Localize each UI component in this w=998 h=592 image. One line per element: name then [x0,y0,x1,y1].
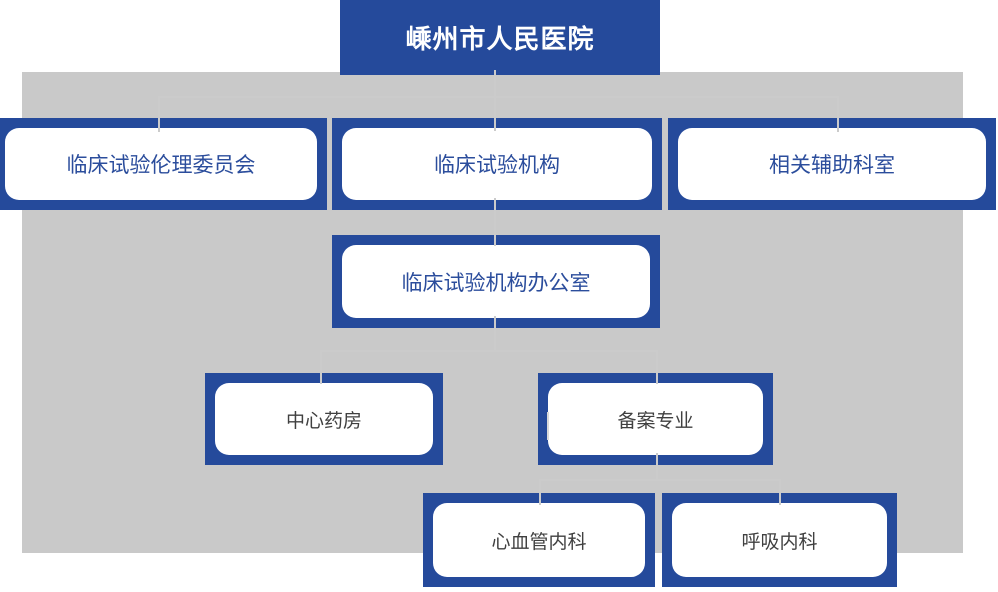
org-node-institution-label: 临床试验机构 [434,154,560,177]
connector-specialty-respiratory [779,479,781,505]
org-node-cardiology-label: 心血管内科 [491,531,587,553]
org-node-auxiliary: 相关辅助科室 [668,118,996,210]
connector-office-stem [494,316,496,352]
connector-office-branch [320,350,658,352]
org-node-root-label: 嵊州市人民医院 [405,24,595,54]
connector-specialty-branch [539,479,781,481]
org-node-ethics: 临床试验伦理委员会 [0,118,327,210]
connector-specialty-stem [656,453,658,481]
org-node-specialty-body: 备案专业 [548,383,763,455]
connector-specialty-cardiology [539,479,541,505]
org-node-root: 嵊州市人民医院 [340,0,660,75]
org-node-cardiology: 心血管内科 [423,493,655,587]
org-node-specialty-label: 备案专业 [617,410,694,432]
org-node-cardiology-body: 心血管内科 [433,503,645,577]
connector-root-branch [158,96,839,98]
org-node-office-body: 临床试验机构办公室 [342,245,650,318]
org-node-ethics-label: 临床试验伦理委员会 [66,154,256,177]
org-node-institution: 临床试验机构 [332,118,662,210]
connector-office-pharmacy [320,350,322,384]
org-node-respiratory: 呼吸内科 [662,493,897,587]
org-node-pharmacy-label: 中心药房 [285,410,362,432]
connector-stray-tick [547,412,549,440]
org-node-auxiliary-label: 相关辅助科室 [769,154,895,177]
org-node-office-label: 临床试验机构办公室 [401,271,591,295]
org-node-pharmacy-body: 中心药房 [215,383,433,455]
org-node-specialty: 备案专业 [538,373,773,465]
org-node-auxiliary-body: 相关辅助科室 [678,128,986,200]
connector-institution-office [494,198,496,246]
org-node-office: 临床试验机构办公室 [332,235,660,328]
org-node-pharmacy: 中心药房 [205,373,443,465]
org-node-institution-body: 临床试验机构 [342,128,652,200]
org-node-respiratory-label: 呼吸内科 [741,531,818,553]
connector-office-specialty [656,350,658,384]
org-node-respiratory-body: 呼吸内科 [672,503,887,577]
connector-root-auxiliary [837,96,839,132]
connector-root-institution [494,70,496,131]
connector-root-ethics [158,96,160,132]
org-node-ethics-body: 临床试验伦理委员会 [5,128,317,200]
